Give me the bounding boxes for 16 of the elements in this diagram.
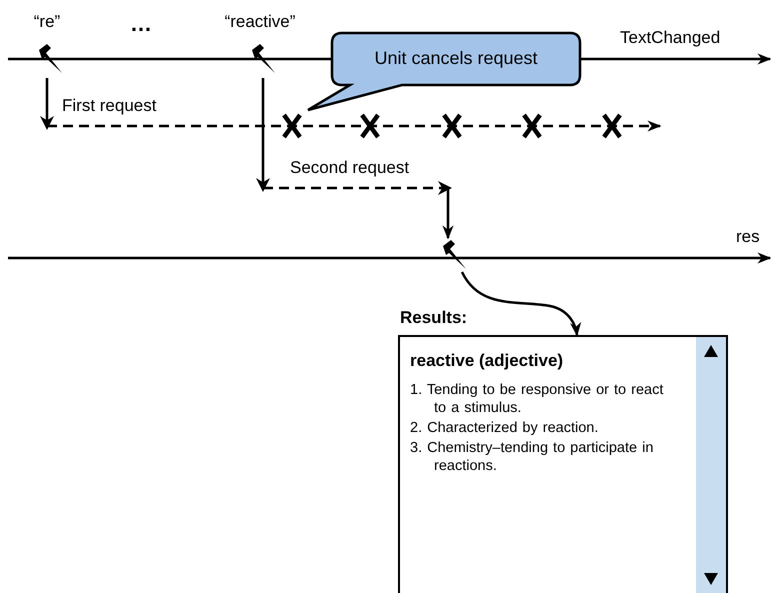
list-item: 3. Chemistry–tending to participate in reactions. bbox=[410, 439, 654, 475]
event-label: “re” bbox=[32, 12, 62, 32]
arrow bbox=[460, 271, 581, 336]
arrow bbox=[256, 78, 454, 240]
list-item: 2. Characterized by reaction. bbox=[410, 419, 600, 437]
arrow bbox=[40, 78, 662, 132]
stream-label: res bbox=[736, 227, 760, 247]
stream-label: TextChanged bbox=[620, 28, 720, 48]
callout-text: Unit cancels request bbox=[373, 48, 539, 68]
edge-label: First request bbox=[62, 96, 156, 116]
list-item: 1. Tending to be responsive or to react to a stimulus. bbox=[410, 381, 664, 417]
entry-heading: reactive (adjective) bbox=[410, 351, 564, 371]
ellipsis: … bbox=[130, 14, 152, 34]
edge-label: Second request bbox=[290, 158, 410, 178]
event-label: “reactive” bbox=[224, 12, 296, 32]
panel-heading: Results: bbox=[400, 308, 468, 328]
